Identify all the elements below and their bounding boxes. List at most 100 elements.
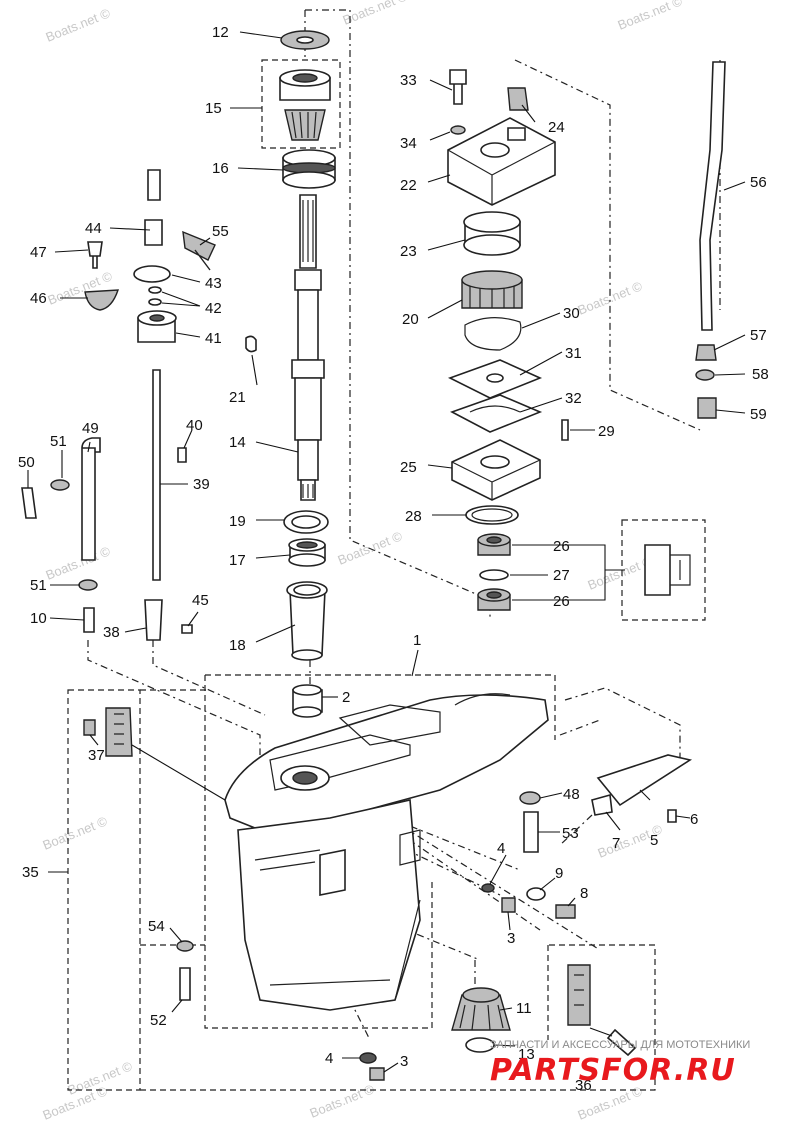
part-number-label: 8 (580, 885, 588, 902)
part-number-label: 47 (30, 244, 47, 261)
part-number-label: 52 (150, 1012, 167, 1029)
clip-part (182, 230, 216, 271)
watermark-text: Boats.net © (41, 813, 110, 853)
part-number-label: 51 (30, 577, 47, 594)
part-number-label: 29 (598, 423, 615, 440)
part-number-label: 28 (405, 508, 422, 525)
water-tube-part (699, 61, 726, 331)
part-number-label: 38 (103, 624, 120, 641)
o-ring-small-part (148, 286, 162, 294)
part-number-label: 33 (400, 72, 417, 89)
part-number-label: 13 (518, 1046, 535, 1063)
part-number-label: 41 (205, 330, 222, 347)
sleeve-part (286, 581, 328, 661)
washer-part (481, 883, 495, 893)
part-number-label: 40 (186, 417, 203, 434)
hose-part (81, 437, 101, 561)
part-number-label: 24 (548, 119, 565, 136)
part-number-label: 17 (229, 552, 246, 569)
part-number-label: 3 (400, 1053, 408, 1070)
clip-part (78, 579, 98, 591)
part-number-label: 59 (750, 406, 767, 423)
gearcase-housing-part (224, 693, 549, 1011)
part-number-label: 26 (553, 593, 570, 610)
bolt-part (179, 967, 191, 1001)
part-number-label: 12 (212, 24, 229, 41)
drain-screw-part (555, 904, 576, 919)
washer-part (526, 887, 546, 901)
water-pump-base-part (451, 439, 541, 501)
pin-part (561, 419, 569, 441)
bearing-cone-part (279, 69, 331, 141)
part-number-label: 53 (562, 825, 579, 842)
part-number-label: 3 (507, 930, 515, 947)
grommet-part (697, 397, 717, 419)
shop-watermark: ЗАПЧАСТИ И АКСЕССУАРЫ ДЛЯ МОТОТЕХНИКИ PA… (490, 1039, 750, 1088)
part-number-label: 15 (205, 100, 222, 117)
part-number-label: 43 (205, 275, 222, 292)
part-number-label: 2 (342, 689, 350, 706)
part-number-label: 48 (563, 786, 580, 803)
part-number-label: 44 (85, 220, 102, 237)
part-number-label: 34 (400, 135, 417, 152)
seal-part (695, 369, 715, 381)
anode-part (105, 707, 133, 757)
screw-part (369, 1067, 385, 1081)
oil-seal-upper-part (477, 533, 511, 556)
part-number-label: 7 (612, 835, 620, 852)
part-number-label: 6 (690, 811, 698, 828)
shift-cam-part (84, 289, 119, 311)
anode-part (567, 964, 591, 1026)
pin-part (181, 624, 193, 634)
shift-rod-coupler-part (144, 599, 163, 641)
part-number-label: 25 (400, 459, 417, 476)
bolt-part (449, 69, 467, 105)
part-number-label: 50 (18, 454, 35, 471)
grommet-part (507, 87, 529, 111)
shop-logo: PARTSFOR.RU (490, 1053, 736, 1088)
part-number-label: 32 (565, 390, 582, 407)
part-number-label: 23 (400, 243, 417, 260)
seal-orientation-detail (644, 544, 691, 596)
pinion-gear-part (451, 987, 511, 1031)
shift-rod-lever-part (144, 219, 163, 246)
watermark-text: Boats.net © (44, 543, 113, 583)
part-number-label: 18 (229, 637, 246, 654)
part-number-label: 11 (516, 1000, 532, 1017)
washer-part (450, 125, 466, 135)
part-number-label: 26 (553, 538, 570, 555)
part-number-label: 55 (212, 223, 229, 240)
plug-part (83, 719, 96, 736)
part-number-label: 46 (30, 290, 47, 307)
oil-seal-part (288, 538, 326, 567)
part-number-label: 22 (400, 177, 417, 194)
shift-rod-part (152, 369, 161, 581)
part-number-label: 20 (402, 311, 419, 328)
pin-part (177, 447, 187, 463)
spacer-washer-part (479, 569, 509, 581)
woodruff-key-part (245, 335, 257, 353)
oil-seal-lower-part (477, 588, 511, 611)
ball-bearing-part (282, 149, 336, 189)
part-number-label: 14 (229, 434, 246, 451)
part-number-label: 16 (212, 160, 229, 177)
part-number-label: 9 (555, 865, 563, 882)
bolt-part (523, 811, 539, 853)
part-number-label: 57 (750, 327, 767, 344)
part-number-label: 31 (565, 345, 582, 362)
pump-insert-cup-part (463, 211, 521, 256)
impeller-part (461, 270, 523, 309)
leader-lines (27, 31, 746, 1073)
part-number-label: 30 (563, 305, 580, 322)
watermark-text: Boats.net © (616, 0, 685, 33)
parts (21, 30, 726, 1081)
part-number-label: 1 (413, 632, 421, 649)
bracket-part (591, 793, 613, 816)
screw-part (667, 809, 677, 823)
part-number-label: 5 (650, 832, 658, 849)
shop-tagline: ЗАПЧАСТИ И АКСЕССУАРЫ ДЛЯ МОТОТЕХНИКИ (490, 1039, 750, 1051)
washer-part (176, 940, 194, 952)
part-number-label: 37 (88, 747, 105, 764)
watermark-text: Boats.net © (341, 0, 410, 28)
